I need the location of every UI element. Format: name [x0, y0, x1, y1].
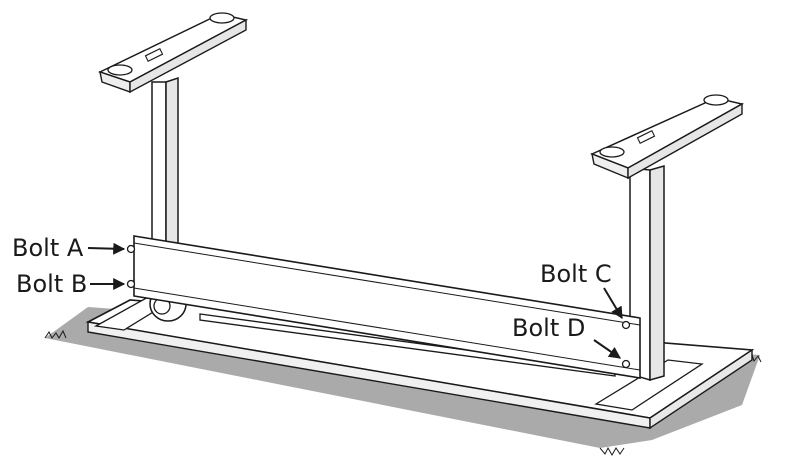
callout-bolt-a-arrow	[87, 242, 126, 255]
bolt-b-marker	[126, 279, 136, 289]
right-foot-plate	[636, 130, 656, 144]
callout-bolt-d-arrow	[593, 339, 621, 359]
left-foot-side	[129, 18, 247, 94]
left-foot-leveler-1	[107, 64, 133, 76]
bolt-c-marker	[621, 320, 631, 330]
left-foot-plate	[144, 48, 164, 62]
callout-bolt-a-label: Bolt A	[12, 234, 84, 262]
left-foot-leveler-2	[209, 12, 235, 24]
right-leg-column-side	[649, 165, 665, 381]
main-crossbar-face	[133, 235, 641, 379]
right-foot-leveler-1	[599, 146, 625, 158]
right-foot-leveler-2	[703, 94, 729, 106]
callout-bolt-c-label: Bolt C	[540, 260, 612, 288]
bolt-d-marker	[621, 359, 631, 369]
main-crossbar-top-edge	[133, 242, 641, 326]
callout-bolt-c-arrow	[603, 287, 623, 320]
desktop-board-side	[649, 348, 753, 430]
main-crossbar-bottom-edge	[133, 287, 641, 371]
bolt-a-marker	[126, 244, 136, 254]
right-foot-side	[627, 102, 743, 180]
callout-bolt-d-label: Bolt D	[512, 314, 585, 342]
callout-bolt-b-label: Bolt B	[16, 270, 87, 298]
